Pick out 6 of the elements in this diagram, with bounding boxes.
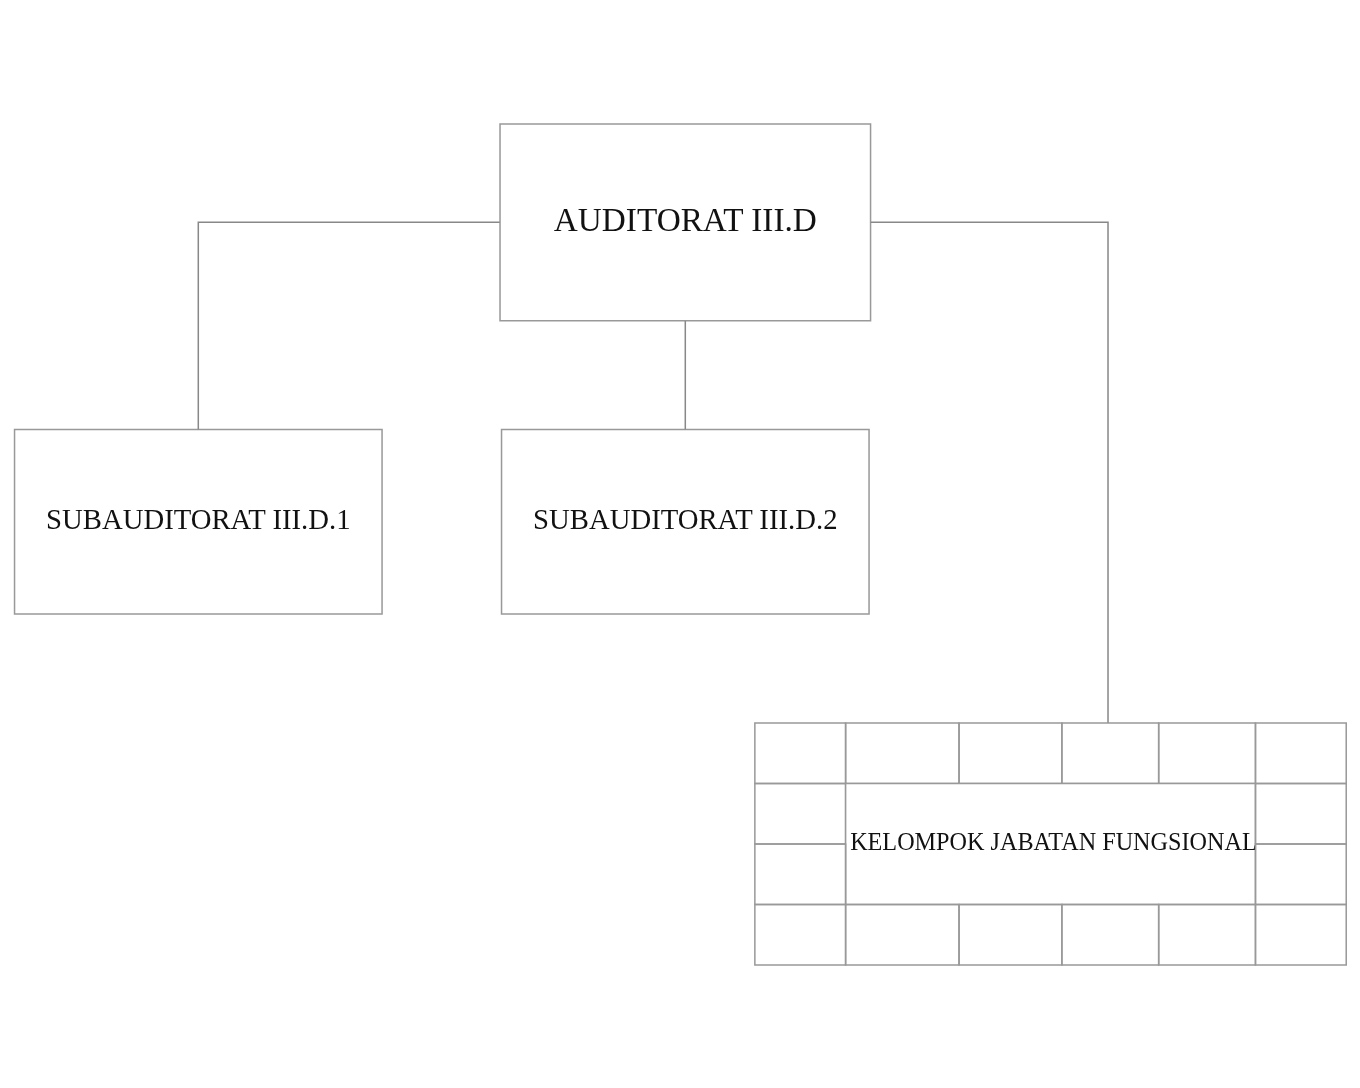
- node-box: SUBAUDITORAT III.D.1: [13, 428, 383, 615]
- connector: [684, 319, 687, 430]
- node-box: AUDITORAT III.D: [499, 122, 872, 321]
- node-box: SUBAUDITORAT III.D.2: [500, 428, 870, 615]
- connector: [869, 221, 1109, 723]
- connector: [197, 221, 501, 430]
